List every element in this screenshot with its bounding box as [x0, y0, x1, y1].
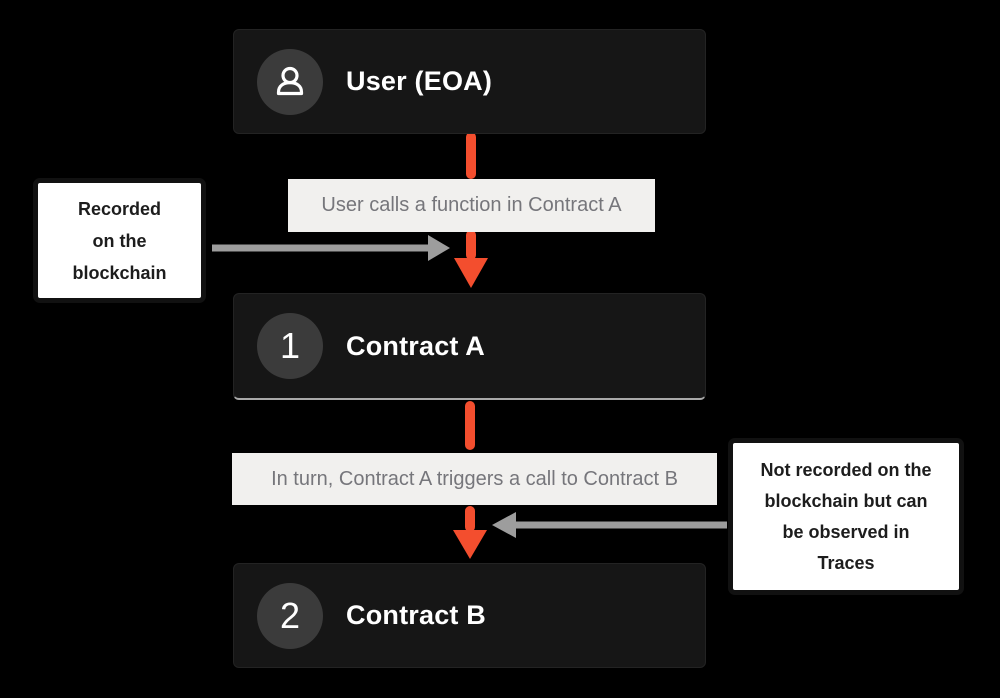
node-user-eoa: User (EOA) — [233, 29, 706, 134]
note-line: Traces — [817, 552, 875, 573]
note-line: be observed in — [782, 521, 910, 542]
user-icon — [257, 48, 323, 115]
note-line: blockchain but can — [764, 490, 928, 511]
note-line: Not recorded on the — [760, 459, 932, 480]
note-recorded-on-blockchain: Recorded on the blockchain — [33, 178, 206, 303]
flow-label-step2: In turn, Contract A triggers a call to C… — [232, 453, 717, 505]
badge-number-2: 2 — [257, 582, 323, 649]
node-contract-a-title: Contract A — [346, 330, 486, 361]
flow-label-step1: User calls a function in Contract A — [288, 179, 655, 232]
note-line: blockchain — [72, 262, 167, 283]
note-not-recorded-traces: Not recorded on the blockchain but can b… — [728, 438, 964, 595]
note-line: Recorded — [77, 198, 162, 219]
arrow-note-left-pointer — [212, 235, 450, 261]
node-user-title: User (EOA) — [346, 66, 493, 96]
node-contract-b: 2 Contract B — [233, 563, 706, 668]
arrow-note-right-pointer — [492, 512, 727, 538]
node-contract-a: 1 Contract A — [233, 293, 706, 400]
node-contract-b-title: Contract B — [346, 600, 487, 630]
note-line: on the — [92, 230, 147, 251]
badge-number-1: 1 — [257, 313, 323, 379]
